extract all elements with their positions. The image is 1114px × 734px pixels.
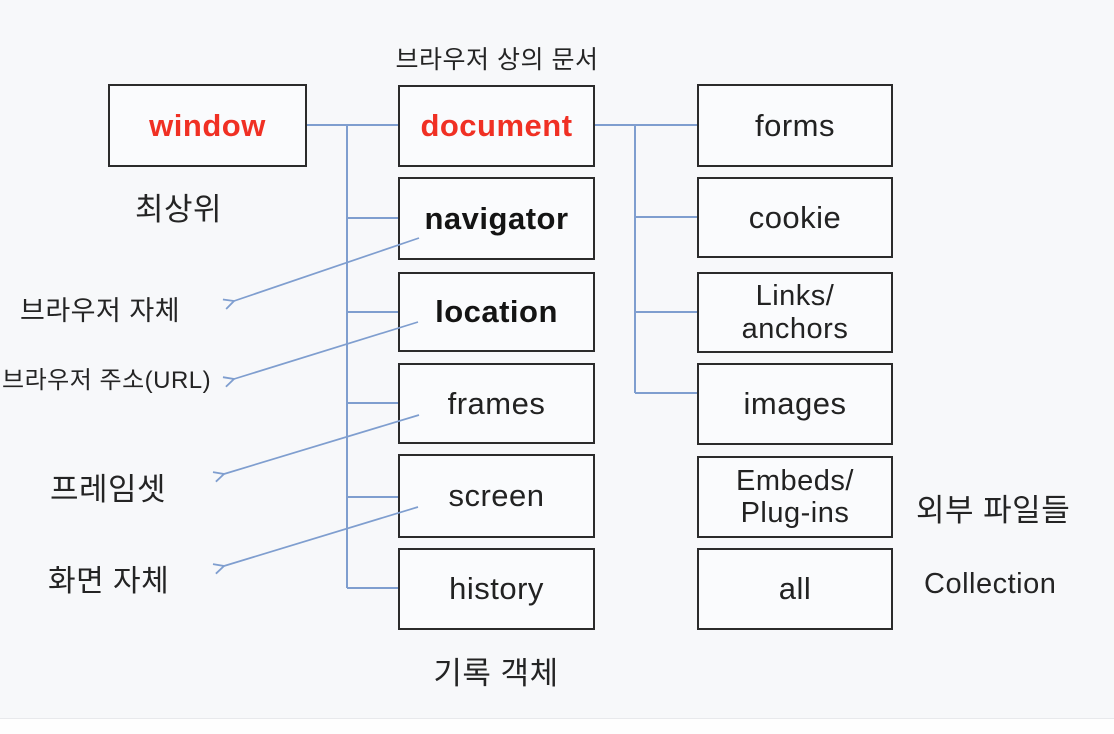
label-browser-itself: 브라우저 자체	[20, 296, 181, 326]
box-navigator: navigator	[398, 177, 595, 260]
box-location: location	[398, 272, 595, 352]
box-all: all	[697, 548, 893, 630]
bottom-divider	[0, 718, 1114, 734]
label-history-object: 기록 객체	[433, 656, 559, 691]
box-cookie: cookie	[697, 177, 893, 258]
box-document: document	[398, 85, 595, 167]
box-history: history	[398, 548, 595, 630]
label-browser-address: 브라우저 주소(URL)	[2, 367, 212, 394]
box-images: images	[697, 363, 893, 445]
box-embeds-plugins: Embeds/ Plug-ins	[697, 456, 893, 538]
box-forms: forms	[697, 84, 893, 167]
box-frames: frames	[398, 363, 595, 444]
label-top-level: 최상위	[135, 192, 223, 227]
annotation-arrows	[212, 237, 420, 575]
label-external-files: 외부 파일들	[916, 493, 1071, 528]
label-screen-itself: 화면 자체	[48, 565, 170, 598]
label-collection: Collection	[924, 568, 1057, 600]
box-links-anchors: Links/ anchors	[697, 272, 893, 353]
label-document-annotation: 브라우저 상의 문서	[395, 46, 599, 74]
box-window: window	[108, 84, 307, 167]
box-screen: screen	[398, 454, 595, 538]
label-frameset: 프레임셋	[50, 472, 167, 507]
